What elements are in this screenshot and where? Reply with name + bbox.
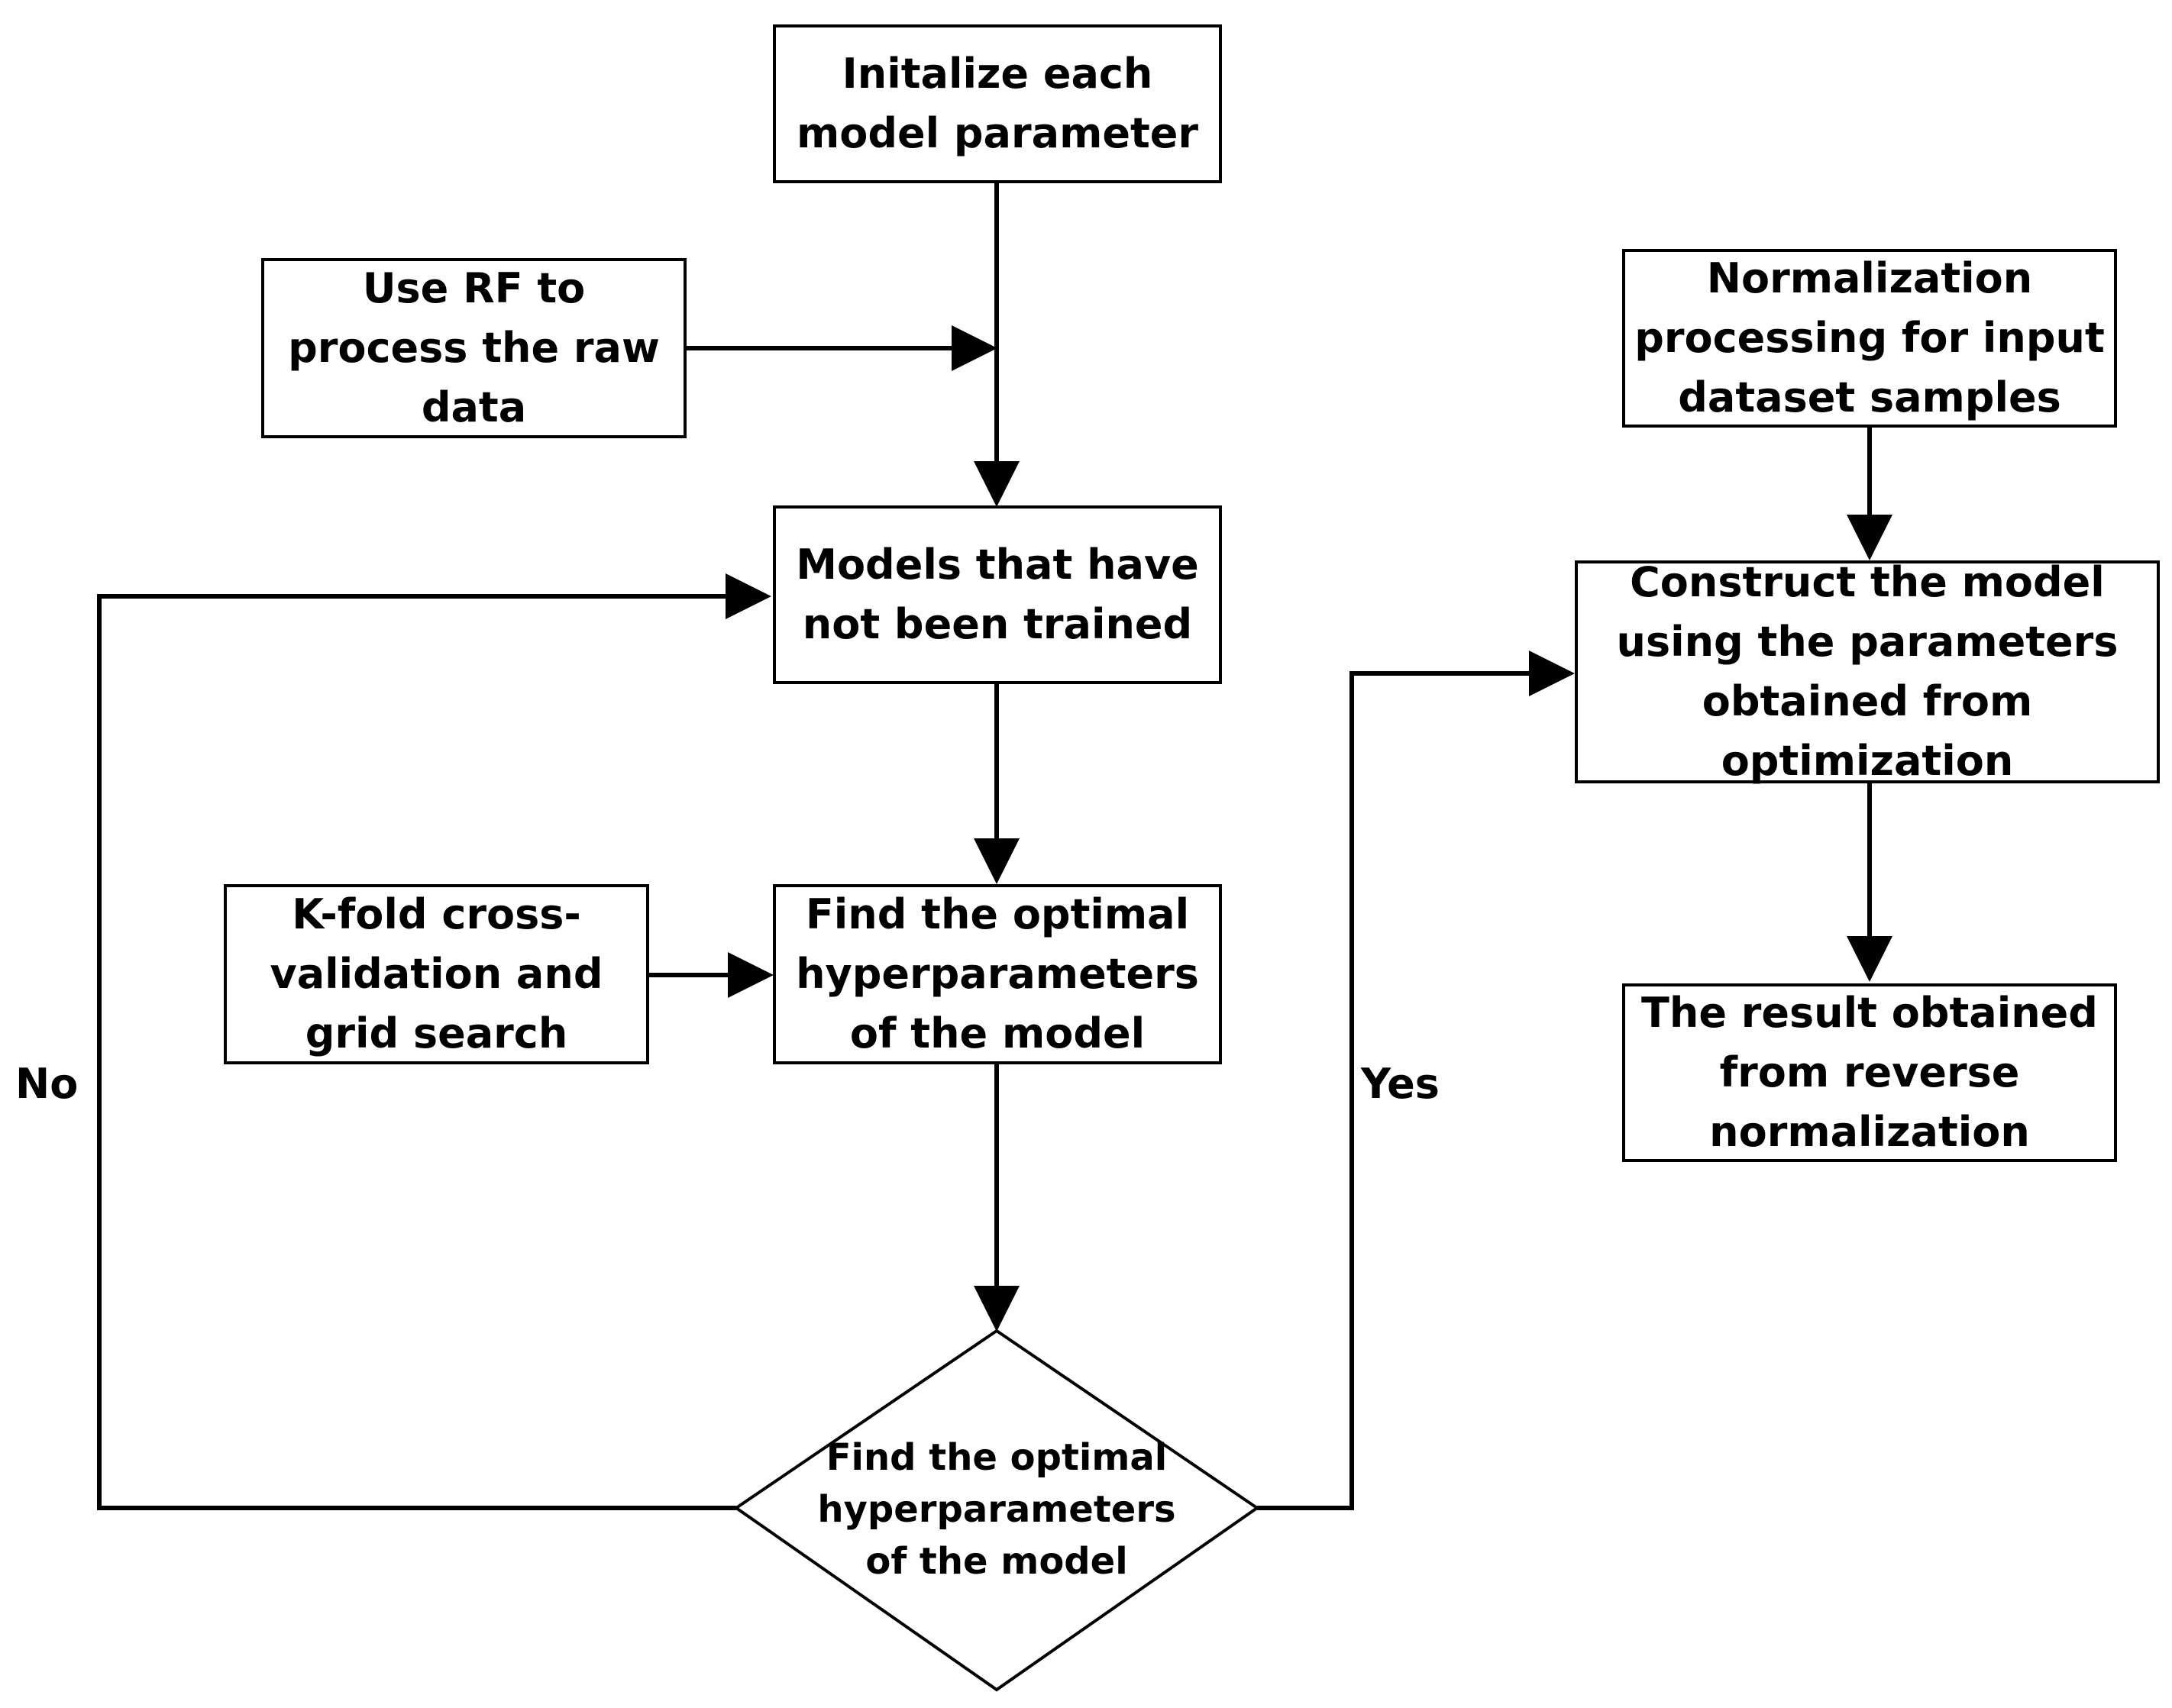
arrow-no-loop: [97, 573, 771, 1510]
arrow-yes-path: [1257, 651, 1575, 1510]
normalize-box: Normalization processing for input datas…: [1622, 249, 2117, 428]
init-box: Initalize each model parameter: [773, 24, 1222, 183]
untrained-box: Models that have not been trained: [773, 505, 1222, 684]
result-box: The result obtained from reverse normali…: [1622, 983, 2117, 1162]
no-branch-label: No: [9, 1061, 85, 1107]
construct-box: Construct the model using the parameters…: [1575, 558, 2160, 785]
find-box: Find the optimal hyperparameters of the …: [773, 884, 1222, 1064]
rf-box: Use RF to process the raw data: [261, 258, 687, 438]
decision-diamond: [733, 1329, 1260, 1692]
decision-label: Find the optimal hyperparameters of the …: [817, 1436, 1176, 1583]
kfold-box: K-fold cross-validation and grid search: [224, 884, 649, 1064]
yes-branch-label: Yes: [1355, 1061, 1446, 1107]
